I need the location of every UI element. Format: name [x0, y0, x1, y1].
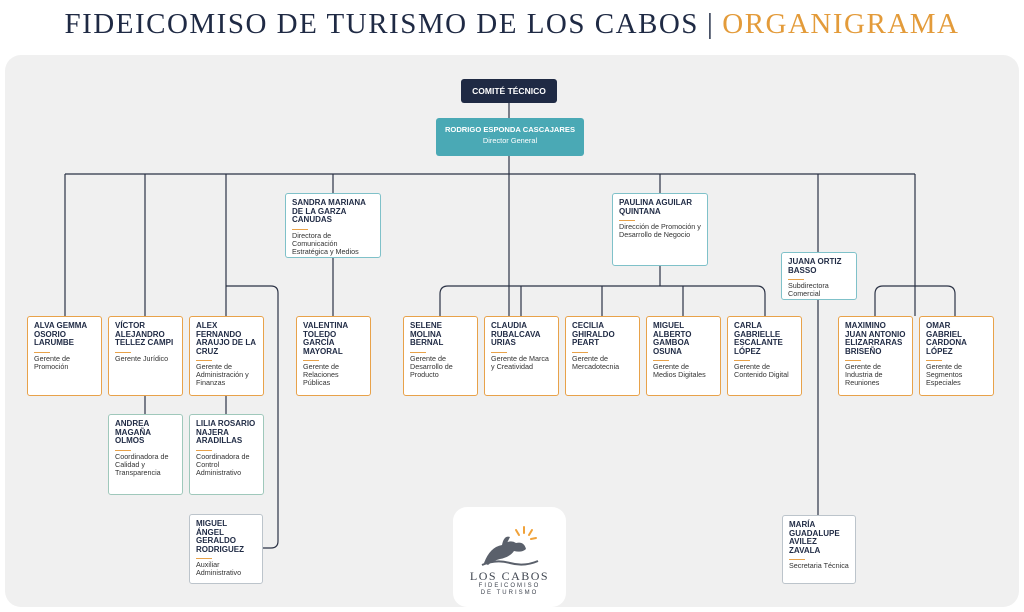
page-title: FIDEICOMISO DE TURISMO DE LOS CABOS|ORGA…	[0, 8, 1024, 41]
connector	[874, 285, 956, 316]
node-role: Dirección de Promoción y Desarrollo de N…	[619, 220, 701, 239]
comite-tecnico-box: COMITÉ TÉCNICO	[461, 79, 557, 103]
director-name: RODRIGO ESPONDA CASCAJARES	[444, 125, 576, 134]
node-selene: SELENE MOLINA BERNAL Gerente de Desarrol…	[403, 316, 478, 396]
node-role: Gerente de Desarrollo de Producto	[410, 351, 471, 379]
node-role: Directora de Comunicación Estratégica y …	[292, 228, 374, 256]
connector	[226, 285, 279, 549]
node-name: MARÍA GUADALUPE AVILEZ ZAVALA	[789, 520, 840, 555]
node-name: VALENTINA TOLEDO GARCÍA MAYORAL	[303, 321, 348, 356]
node-juana: JUANA ORTIZ BASSO Subdirectora Comercial	[781, 252, 857, 300]
node-sandra: SANDRA MARIANA DE LA GARZA CANUDAS Direc…	[285, 193, 381, 258]
node-name: VÍCTOR ALEJANDRO TELLEZ CAMPI	[115, 321, 174, 347]
node-role: Gerente de Segmentos Especiales	[926, 360, 987, 387]
node-name: ANDREA MAGAÑA OLMOS	[115, 419, 151, 445]
node-name: MIGUEL ALBERTO GAMBOA OSUNA	[653, 321, 692, 356]
node-name: SELENE MOLINA BERNAL	[410, 321, 444, 347]
node-name: ALVA GEMMA OSORIO LARUMBE	[34, 321, 87, 347]
node-role: Gerente Jurídico	[115, 351, 176, 363]
node-miguel-alberto: MIGUEL ALBERTO GAMBOA OSUNA Gerente de M…	[646, 316, 721, 396]
node-omar: OMAR GABRIEL CARDONA LÓPEZ Gerente de Se…	[919, 316, 994, 396]
node-name: ALEX FERNANDO ARAUJO DE LA CRUZ	[196, 321, 256, 356]
los-cabos-logo: LOS CABOS FIDEICOMISO DE TURISMO	[453, 507, 566, 607]
node-lilia: LILIA ROSARIO NAJERA ARADILLAS Coordinad…	[189, 414, 264, 495]
node-role: Coordinadora de Control Administrativo	[196, 449, 257, 477]
whale-tail-logo-icon	[481, 526, 539, 566]
node-role: Gerente de Industria de Reuniones	[845, 360, 906, 387]
title-separator: |	[706, 8, 715, 40]
node-paulina: PAULINA AGUILAR QUINTANA Dirección de Pr…	[612, 193, 708, 266]
node-role: Gerente de Administración y Finanzas	[196, 360, 257, 387]
node-name: JUANA ORTIZ BASSO	[788, 257, 842, 275]
director-general-box: RODRIGO ESPONDA CASCAJARES Director Gene…	[436, 118, 584, 156]
node-victor: VÍCTOR ALEJANDRO TELLEZ CAMPI Gerente Ju…	[108, 316, 183, 396]
node-name: MAXIMINO JUAN ANTONIO ELIZARRARAS BRISEÑ…	[845, 321, 906, 356]
logo-line-2: FIDEICOMISO DE TURISMO	[453, 583, 566, 597]
node-role: Gerente de Contenido Digital	[734, 360, 795, 379]
node-role: Coordinadora de Calidad y Transparencia	[115, 449, 176, 477]
node-role: Gerente de Mercadotecnia	[572, 351, 633, 371]
logo-line-2-text: FIDEICOMISO	[478, 583, 541, 589]
logo-line-3-text: DE TURISMO	[480, 590, 539, 596]
node-role: Auxiliar Administrativo	[196, 558, 256, 577]
node-maria: MARÍA GUADALUPE AVILEZ ZAVALA Secretaria…	[782, 515, 856, 584]
node-role: Subdirectora Comercial	[788, 279, 850, 298]
node-alex: ALEX FERNANDO ARAUJO DE LA CRUZ Gerente …	[189, 316, 264, 396]
node-claudia: CLAUDIA RUBALCAVA URIAS Gerente de Marca…	[484, 316, 559, 396]
title-main: FIDEICOMISO DE TURISMO DE LOS CABOS	[64, 8, 699, 40]
node-role: Secretaria Técnica	[789, 559, 849, 570]
title-accent: ORGANIGRAMA	[722, 8, 960, 40]
node-carla: CARLA GABRIELLE ESCALANTE LÓPEZ Gerente …	[727, 316, 802, 396]
node-role: Gerente de Marca y Creatividad	[491, 351, 552, 371]
node-andrea: ANDREA MAGAÑA OLMOS Coordinadora de Cali…	[108, 414, 183, 495]
node-name: SANDRA MARIANA DE LA GARZA CANUDAS	[292, 198, 366, 224]
node-miguel-angel: MIGUEL ÁNGEL GERALDO RODRIGUEZ Auxiliar …	[189, 514, 263, 584]
node-name: CLAUDIA RUBALCAVA URIAS	[491, 321, 541, 347]
node-name: CECILIA GHIRALDO PEART	[572, 321, 615, 347]
node-name: PAULINA AGUILAR QUINTANA	[619, 198, 693, 216]
node-valentina: VALENTINA TOLEDO GARCÍA MAYORAL Gerente …	[296, 316, 371, 396]
node-name: CARLA GABRIELLE ESCALANTE LÓPEZ	[734, 321, 783, 356]
node-role: Gerente de Medios Digitales	[653, 360, 714, 379]
logo-line-1: LOS CABOS	[469, 569, 550, 583]
node-role: Gerente de Promoción	[34, 351, 95, 371]
director-role: Director General	[482, 136, 538, 145]
node-alva: ALVA GEMMA OSORIO LARUMBE Gerente de Pro…	[27, 316, 102, 396]
node-name: OMAR GABRIEL CARDONA LÓPEZ	[926, 321, 967, 356]
node-maximino: MAXIMINO JUAN ANTONIO ELIZARRARAS BRISEÑ…	[838, 316, 913, 396]
node-name: MIGUEL ÁNGEL GERALDO RODRIGUEZ	[196, 519, 244, 554]
node-name: LILIA ROSARIO NAJERA ARADILLAS	[196, 419, 256, 445]
node-role: Gerente de Relaciones Públicas	[303, 360, 364, 387]
node-cecilia: CECILIA GHIRALDO PEART Gerente de Mercad…	[565, 316, 640, 396]
